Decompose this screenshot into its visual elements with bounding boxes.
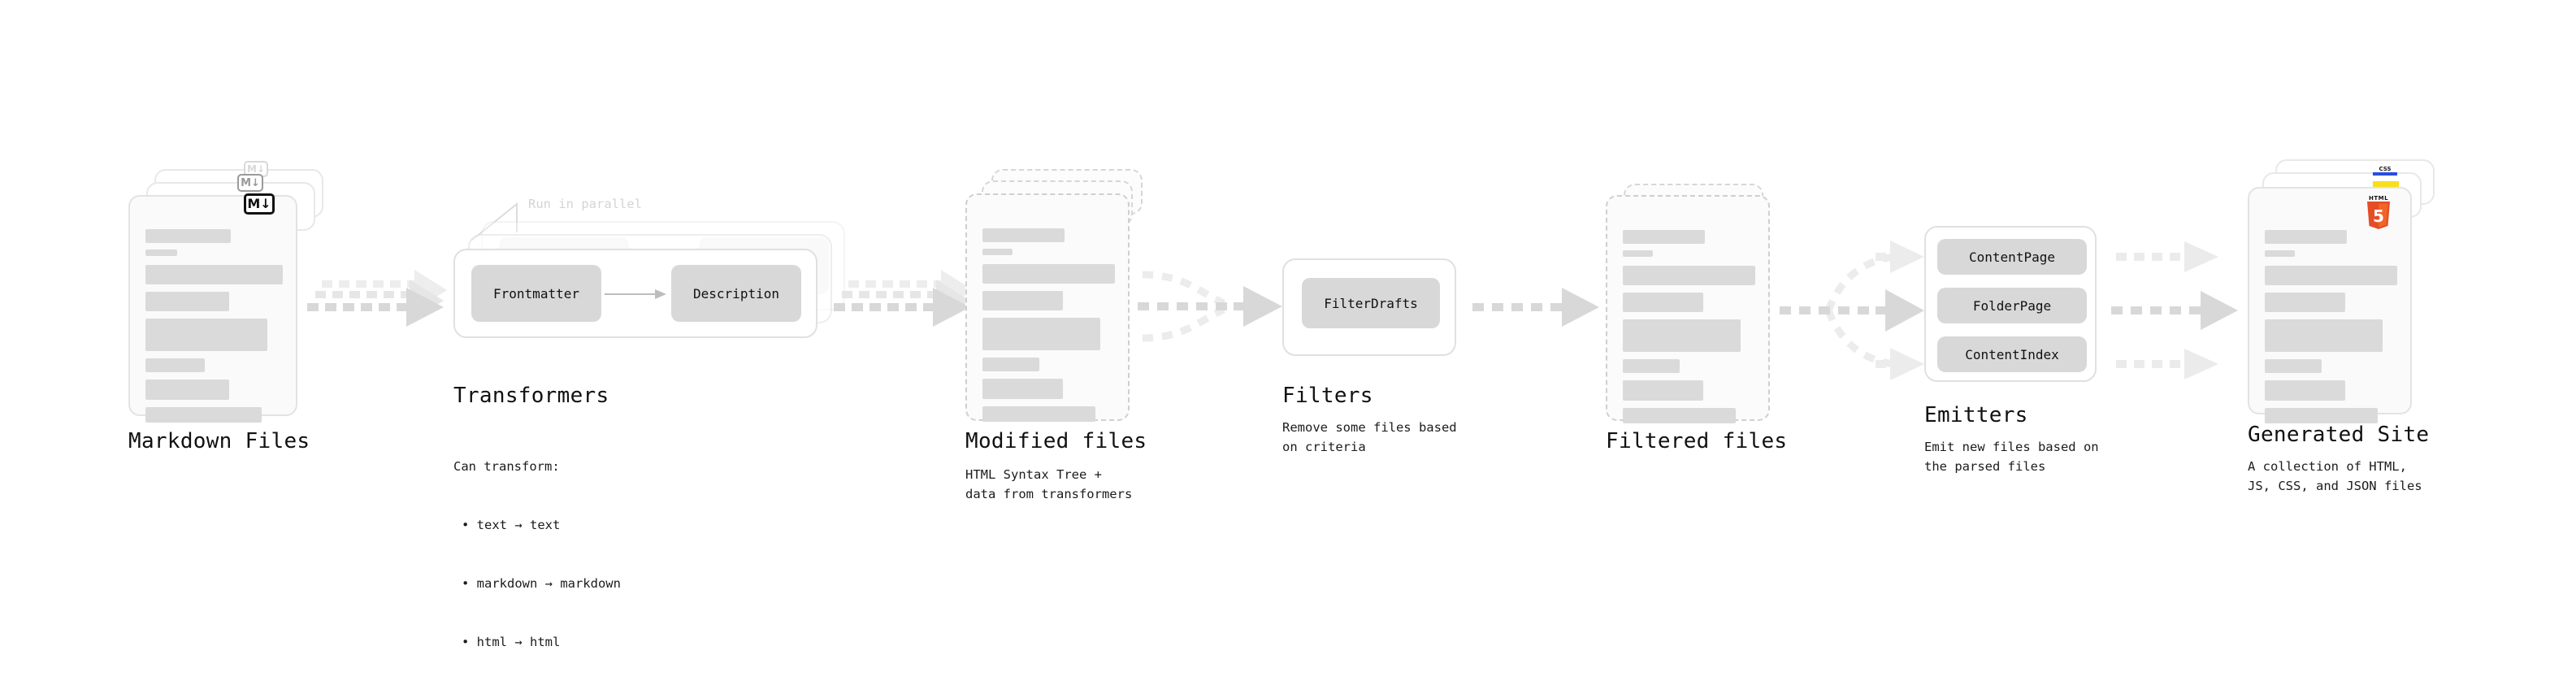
bar <box>145 292 230 312</box>
page-title-markdown-files: Markdown Files <box>128 429 310 453</box>
bar <box>1622 380 1704 401</box>
bar <box>1622 407 1736 423</box>
arrow-transformers-to-modified <box>834 270 974 327</box>
transformer-node-description[interactable]: Description <box>671 265 801 322</box>
transformers-subtitle-line: Can transform: <box>453 459 560 475</box>
emitters-panel: ContentPage FolderPage ContentIndex <box>1924 226 2097 382</box>
emitter-node-contentpage[interactable]: ContentPage <box>1937 239 2087 275</box>
bar <box>1622 358 1680 373</box>
arrow-filters-to-filtered <box>1472 288 1599 327</box>
markdown-card <box>128 195 297 423</box>
transformers-bullet-2: • html → html <box>462 635 561 650</box>
transformer-inner-arrow <box>605 289 666 299</box>
modified-files-subtitle: HTML Syntax Tree + data from transformer… <box>965 467 1133 502</box>
transformers-bullet-0: • text → text <box>462 518 561 533</box>
markdown-icon: M↓ <box>244 193 275 215</box>
bar <box>1622 265 1756 285</box>
page-title-modified-files: Modified files <box>965 429 1147 453</box>
bar <box>982 378 1064 399</box>
bar <box>1622 319 1741 352</box>
filtered-card <box>1606 195 1770 423</box>
site-card-bars <box>2264 209 2398 423</box>
bar <box>982 228 1065 242</box>
markdown-card-bars <box>145 216 283 423</box>
bar <box>2264 319 2383 352</box>
transformers-bullet-1: • markdown → markdown <box>462 576 621 592</box>
bar <box>145 407 262 423</box>
bar <box>982 317 1101 350</box>
arrow-modified-to-filters <box>1138 271 1282 342</box>
bar <box>982 357 1040 371</box>
css3-icon: CSS <box>2373 166 2397 177</box>
emitter-node-contentindex[interactable]: ContentIndex <box>1937 336 2087 372</box>
bar <box>2264 407 2378 423</box>
page-title-filtered-files: Filtered files <box>1606 429 1788 453</box>
markdown-icon-ghost-1: M↓ <box>237 174 263 192</box>
transformer-node-frontmatter[interactable]: Frontmatter <box>471 265 601 322</box>
bar <box>2264 380 2346 401</box>
bar <box>1622 249 1654 257</box>
filter-node-filterdrafts[interactable]: FilterDrafts <box>1302 278 1440 328</box>
page-title-transformers: Transformers <box>453 384 609 408</box>
bar <box>2264 292 2346 312</box>
bar <box>2264 229 2348 244</box>
bar <box>982 248 1013 255</box>
bar <box>2264 249 2296 257</box>
bar <box>982 263 1116 284</box>
bar <box>982 406 1095 422</box>
arrow-md-to-transformers <box>307 270 447 327</box>
transformer-layer-1: Frontmatter Description <box>453 249 817 338</box>
page-title-generated-site: Generated Site <box>2248 423 2430 447</box>
generated-site-subtitle: A collection of HTML, JS, CSS, and JSON … <box>2248 459 2422 494</box>
filters-subtitle: Remove some files based on criteria <box>1282 420 1457 455</box>
filtered-card-bars <box>1622 217 1756 423</box>
bar <box>1622 292 1704 312</box>
arrow-emitters-to-site <box>2111 241 2238 380</box>
bar <box>145 319 268 352</box>
bar <box>145 380 230 401</box>
filters-panel: FilterDrafts <box>1282 258 1456 356</box>
modified-card <box>965 193 1130 422</box>
page-title-emitters: Emitters <box>1924 403 2028 427</box>
bar <box>145 358 205 373</box>
bar <box>145 229 231 244</box>
bar <box>145 265 283 285</box>
bar <box>2264 265 2398 285</box>
bar <box>1622 229 1706 244</box>
svg-text:5: 5 <box>2373 206 2384 226</box>
modified-card-bars <box>982 215 1116 422</box>
arrow-filtered-to-emitters <box>1780 241 1924 380</box>
transformers-subtitle: Can transform: • text → text • markdown … <box>453 418 621 681</box>
page-title-filters: Filters <box>1282 384 1373 408</box>
html5-icon: HTML 5 <box>2363 195 2394 231</box>
bar <box>982 290 1064 310</box>
run-in-parallel-label: Run in parallel <box>528 197 642 211</box>
html5-icon-label: HTML <box>2368 195 2389 202</box>
emitter-node-folderpage[interactable]: FolderPage <box>1937 288 2087 323</box>
bar <box>145 249 178 257</box>
bar <box>2264 358 2322 373</box>
emitters-subtitle: Emit new files based on the parsed files <box>1924 440 2099 475</box>
